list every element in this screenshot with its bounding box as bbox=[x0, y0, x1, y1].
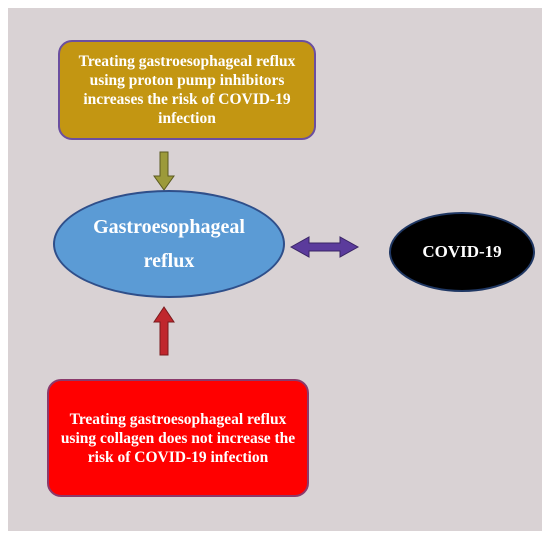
gerd-line-1: Gastroesophageal bbox=[93, 216, 245, 238]
arrow-collagen-to-gerd bbox=[153, 306, 175, 356]
collagen-statement-box: Treating gastroesophageal reflux using c… bbox=[47, 379, 309, 497]
covid-label: COVID-19 bbox=[422, 242, 502, 261]
gerd-line-2: reflux bbox=[143, 250, 195, 272]
ppi-line-1: Treating gastroesophageal reflux bbox=[78, 53, 296, 70]
collagen-line-1: Treating gastroesophageal reflux bbox=[69, 410, 287, 428]
ppi-statement-text: Treating gastroesophageal reflux using p… bbox=[79, 52, 296, 128]
collagen-line-2: using collagen does not increase the bbox=[60, 429, 296, 447]
collagen-statement-text: Treating gastroesophageal reflux using c… bbox=[61, 410, 295, 467]
ppi-line-2: using proton pump inhibitors bbox=[89, 72, 285, 89]
arrow-gerd-covid-bidirectional bbox=[289, 236, 360, 258]
arrow-ppi-to-gerd bbox=[153, 151, 175, 191]
covid-node: COVID-19 bbox=[389, 212, 535, 292]
gerd-node: Gastroesophageal reflux bbox=[53, 190, 285, 298]
ppi-statement-box: Treating gastroesophageal reflux using p… bbox=[58, 40, 316, 140]
ppi-line-3: increases the risk of COVID-19 bbox=[83, 91, 291, 108]
ppi-line-4: infection bbox=[158, 110, 216, 127]
collagen-line-3: risk of COVID-19 infection bbox=[87, 448, 269, 466]
